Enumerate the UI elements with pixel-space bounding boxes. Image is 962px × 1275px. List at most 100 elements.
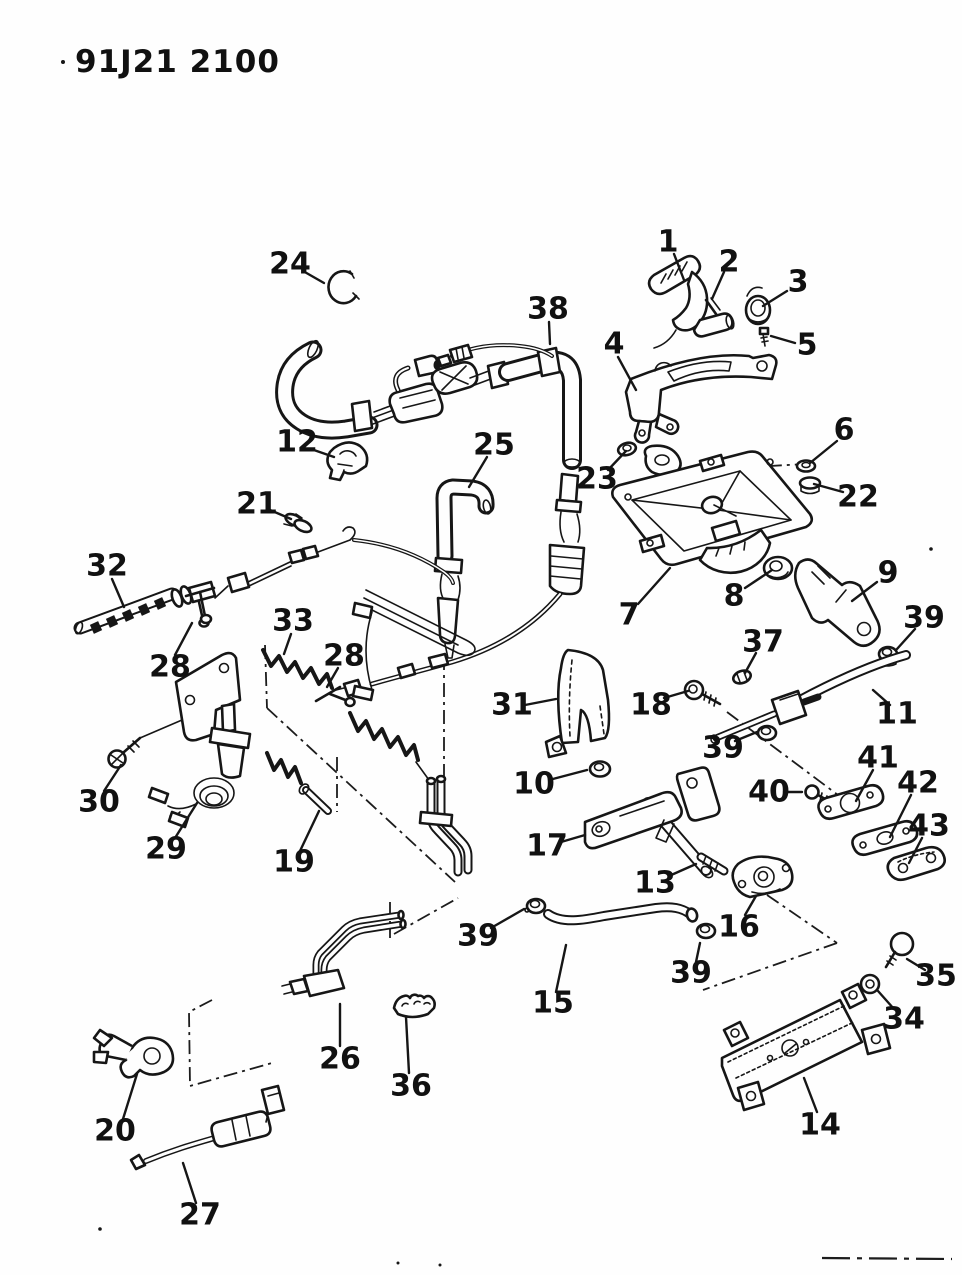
leader-line-39-30 — [694, 941, 702, 964]
leader-line-6-5 — [808, 439, 839, 465]
leader-line-20-36 — [121, 1072, 139, 1121]
leader-line-39-28 — [489, 907, 526, 930]
leader-line-3-2 — [761, 289, 789, 308]
scan-speck — [396, 1261, 400, 1265]
sheet-code: 91J21 2100 — [75, 44, 280, 80]
part-43-pad — [886, 845, 946, 882]
part-15-rod — [525, 897, 699, 926]
leader-line-16-24 — [743, 894, 758, 917]
part-14-support-bracket — [720, 982, 892, 1112]
part-34-washer — [859, 973, 881, 995]
part-38-harness — [275, 339, 586, 596]
callout-19-27: 19 — [273, 845, 315, 880]
leader-line-22-6 — [812, 482, 845, 494]
callout-26-34: 26 — [319, 1042, 361, 1077]
leader-line-41-19 — [854, 768, 875, 803]
callout-27-37: 27 — [179, 1198, 221, 1233]
leader-line-35-31 — [905, 957, 927, 972]
leader-line-29-26 — [173, 801, 199, 840]
leader-line-28-46 — [325, 666, 340, 689]
callout-29-26: 29 — [145, 832, 187, 867]
leader-line-4-3 — [616, 355, 638, 392]
part-33-spring — [261, 648, 334, 690]
part-9-link — [793, 558, 881, 648]
leader-line-37-12 — [743, 651, 758, 675]
callout-4-3: 4 — [604, 327, 625, 362]
part-19-pin — [298, 783, 332, 815]
part-35-ball-stud — [884, 931, 915, 969]
part-22-nut — [798, 476, 822, 495]
callout-2-1: 2 — [719, 245, 740, 280]
callout-42-20: 42 — [897, 766, 939, 801]
leader-line-18-13 — [662, 689, 690, 700]
callout-39-28: 39 — [457, 919, 499, 954]
leader-line-42-20 — [888, 793, 913, 839]
part-39-nut-rod15-right — [695, 922, 717, 940]
part-30-screw — [107, 713, 197, 769]
leader-line-12-40 — [309, 447, 336, 459]
leader-line-15-29 — [554, 943, 568, 994]
leader-line-24-38 — [301, 269, 326, 285]
callout-11-14: 11 — [876, 697, 918, 732]
callout-20-36: 20 — [94, 1114, 136, 1149]
callout-5-4: 5 — [797, 328, 818, 363]
callout-6-5: 6 — [834, 413, 855, 448]
part-16-bushing — [731, 855, 794, 899]
leader-line-38-39 — [547, 320, 552, 346]
callout-14-33: 14 — [799, 1108, 841, 1143]
part-28-stud-left — [184, 586, 216, 625]
callout-7-8: 7 — [619, 598, 640, 633]
callout-30-25: 30 — [78, 785, 120, 820]
callout-41-19: 41 — [857, 741, 899, 776]
callout-12-40: 12 — [276, 425, 318, 460]
part-32-cable — [73, 526, 455, 635]
part-10-washer — [588, 760, 612, 778]
leader-line-17-22 — [559, 833, 587, 844]
part-24-c-clip — [327, 269, 360, 305]
part-26-rod-assembly — [281, 909, 407, 998]
leader-line-39-16 — [733, 730, 759, 743]
leader-line-25-42 — [467, 455, 489, 489]
part-13-spring-pin — [696, 852, 729, 876]
leader-line-21-41 — [268, 508, 293, 521]
callout-38-39: 38 — [527, 292, 569, 327]
callout-24-38: 24 — [269, 247, 311, 282]
part-7-shift-plate — [611, 450, 814, 575]
leader-line-1-0 — [672, 252, 686, 282]
callout-37-12: 37 — [742, 625, 784, 660]
leader-line-2-1 — [710, 270, 726, 301]
part-20-clamp-lever — [92, 1028, 175, 1079]
callout-31-15: 31 — [491, 688, 533, 723]
callout-40-18: 40 — [748, 775, 790, 810]
callout-39-30: 39 — [670, 956, 712, 991]
part-37-grommet — [731, 669, 753, 685]
scan-speck — [98, 1227, 102, 1231]
part-41-plate — [817, 783, 885, 821]
part-4-bracket — [624, 353, 778, 444]
part-3-grommet — [744, 286, 772, 326]
callout-22-6: 22 — [837, 480, 879, 515]
leader-line-14-33 — [802, 1076, 819, 1114]
callout-43-21: 43 — [908, 809, 950, 844]
callout-21-41: 21 — [236, 487, 278, 522]
part-23-nut-bushing — [616, 441, 682, 477]
leader-line-10-17 — [547, 768, 589, 782]
part-25-vent-hose — [433, 478, 495, 659]
part-42-plate — [851, 819, 919, 857]
leader-line-33-45 — [282, 632, 293, 656]
callout-33-45: 33 — [272, 604, 314, 639]
callout-39-11: 39 — [903, 601, 945, 636]
spring-lower-right — [348, 711, 430, 781]
part-11-shift-rod — [710, 650, 911, 744]
callout-15-29: 15 — [532, 986, 574, 1021]
leader-line-34-32 — [876, 989, 896, 1011]
leader-line-8-9 — [743, 568, 774, 590]
scan-speck — [61, 60, 65, 64]
part-1-shift-lever — [647, 254, 735, 349]
callout-3-2: 3 — [788, 265, 809, 300]
callout-39-16: 39 — [702, 731, 744, 766]
leader-line-13-23 — [667, 862, 698, 878]
part-27-cable — [129, 1084, 286, 1171]
